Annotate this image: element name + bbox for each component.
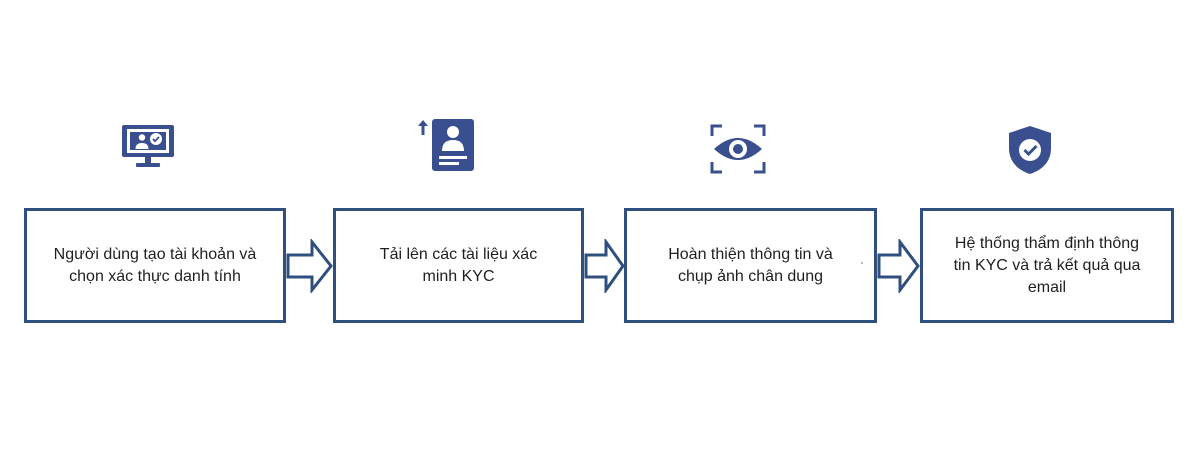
arrow-2-to-3 [584, 239, 625, 293]
step-box-2: Tải lên các tài liệu xác minh KYC [333, 208, 584, 323]
step-box-1: Người dùng tạo tài khoản và chọn xác thự… [24, 208, 286, 323]
step-text-1: Người dùng tạo tài khoản và chọn xác thự… [53, 245, 257, 285]
arrow-3-to-4 [877, 239, 920, 293]
step-box-3: Hoàn thiện thông tin và chụp ảnh chân du… [624, 208, 877, 323]
arrow-1-to-2 [286, 239, 333, 293]
monitor-user-check-icon [122, 125, 174, 167]
shield-check-icon [1009, 126, 1051, 174]
step-text-4: Hệ thống thẩm định thông tin KYC và trả … [953, 234, 1141, 296]
step-box-4: Hệ thống thẩm định thông tin KYC và trả … [920, 208, 1174, 323]
upload-id-card-icon [418, 119, 474, 171]
eye-scan-icon [710, 124, 766, 174]
stray-dot [861, 262, 863, 264]
step-text-3: Hoàn thiện thông tin và chụp ảnh chân du… [668, 245, 833, 285]
step-text-2: Tải lên các tài liệu xác minh KYC [379, 245, 538, 285]
